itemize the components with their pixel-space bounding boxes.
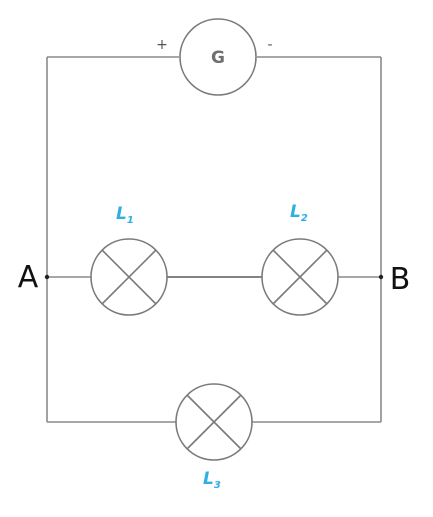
galvanometer-label: G — [211, 48, 225, 68]
node-a-label: A — [18, 260, 39, 295]
lamp-l1-label: L1 — [116, 204, 134, 226]
lamp-l2 — [261, 238, 339, 316]
lamp-l3 — [175, 383, 253, 461]
galvanometer-plus: + — [156, 37, 168, 53]
lamp-l3-letter: L — [203, 469, 214, 489]
lamp-l1-cross-b — [101, 249, 157, 305]
lamp-l2-cross-b — [272, 249, 328, 305]
galvanometer-minus: - — [267, 37, 272, 53]
lamp-l2-subscript: 2 — [301, 213, 308, 224]
node-b-dot — [378, 274, 384, 280]
lamp-l1-letter: L — [116, 204, 127, 224]
lamp-l1-subscript: 1 — [127, 215, 134, 226]
lamp-l1 — [90, 238, 168, 316]
node-a-dot — [44, 274, 50, 280]
node-b-label: B — [390, 262, 411, 297]
lamp-l2-letter: L — [290, 202, 301, 222]
galvanometer: G — [179, 18, 257, 96]
lamp-l3-cross-b — [186, 394, 242, 450]
lamp-l3-subscript: 3 — [214, 480, 221, 491]
lamp-l2-label: L2 — [290, 202, 308, 224]
galvanometer-circle — [179, 18, 257, 96]
lamp-l3-label: L3 — [203, 469, 221, 491]
